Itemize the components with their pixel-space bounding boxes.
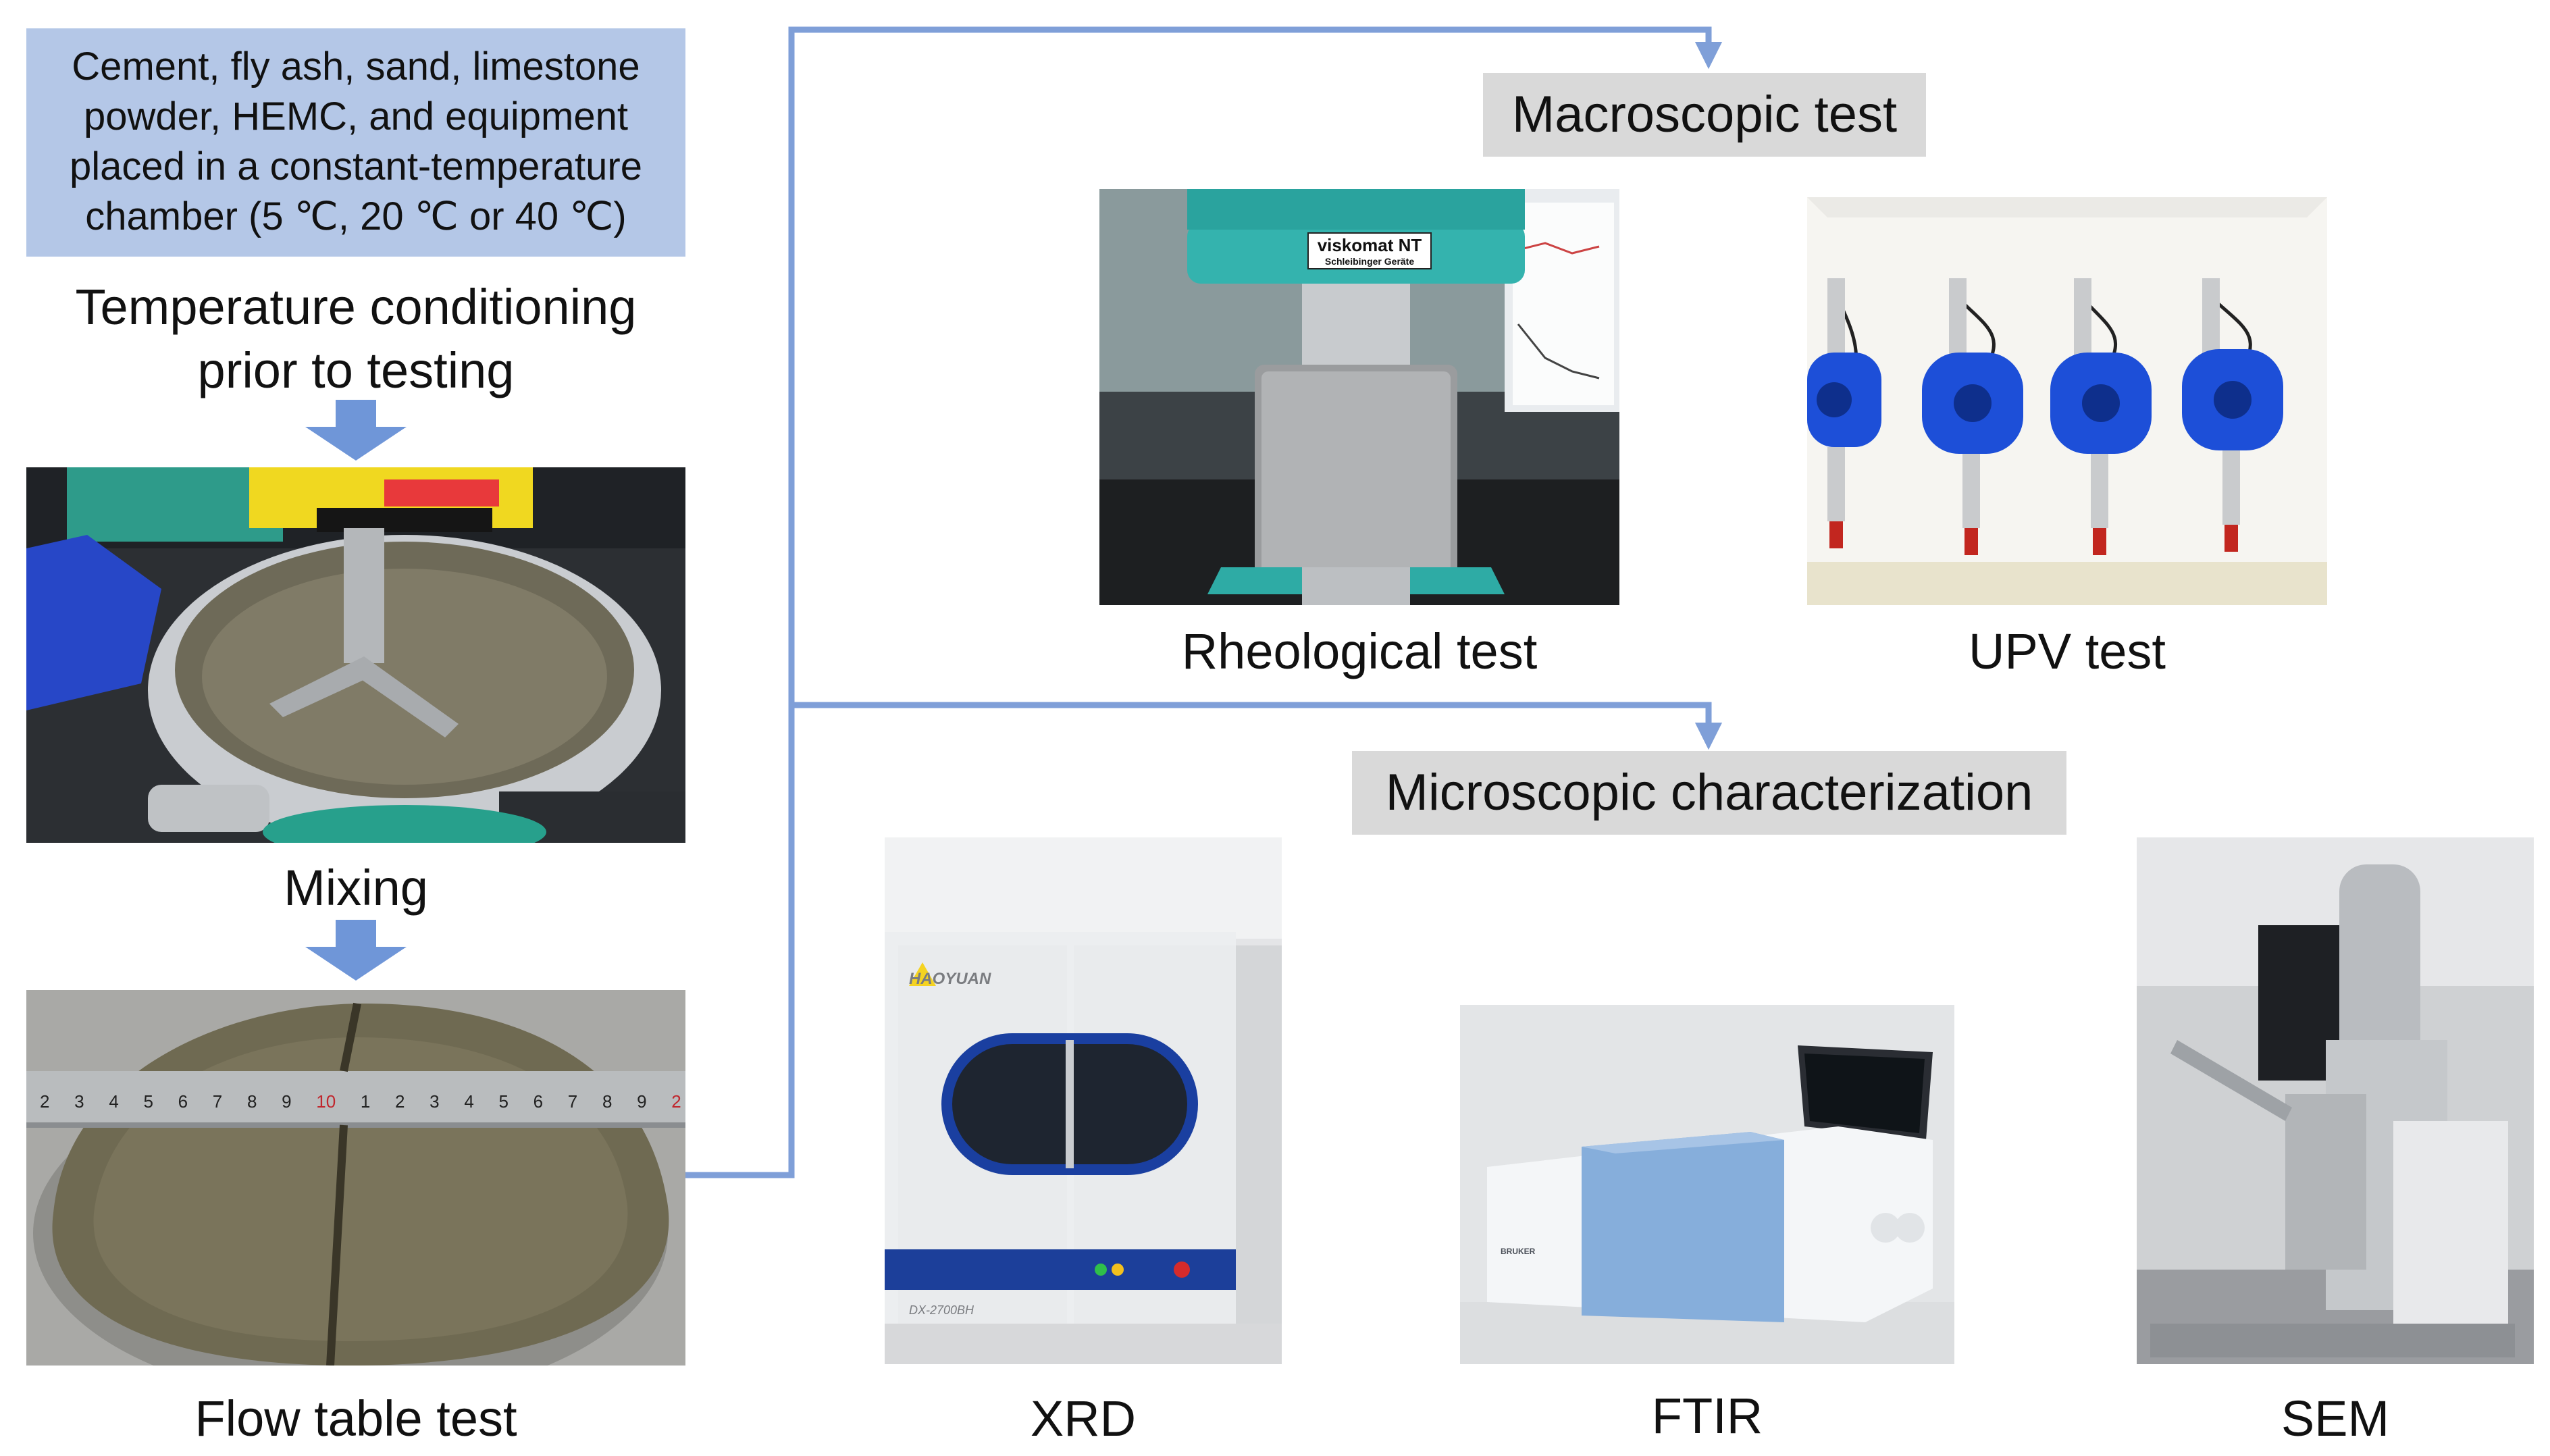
viscometer-maker: Schleibinger Geräte bbox=[1309, 256, 1430, 267]
input-line-3: placed in a constant-temperature bbox=[26, 142, 685, 192]
down-arrow-2 bbox=[305, 920, 407, 981]
sem-photo bbox=[2137, 837, 2534, 1364]
conditioning-label: Temperature conditioning prior to testin… bbox=[26, 276, 685, 402]
rheometer-photo: viskomat NT Schleibinger Geräte bbox=[1099, 189, 1619, 605]
upv-photo bbox=[1807, 197, 2327, 605]
ruler-tick: 5 bbox=[498, 1091, 508, 1112]
ruler-tick: 9 bbox=[637, 1091, 646, 1112]
macroscopic-header: Macroscopic test bbox=[1483, 73, 1926, 157]
ruler-tick: 6 bbox=[178, 1091, 188, 1112]
flow-table-label: Flow table test bbox=[26, 1394, 685, 1444]
ruler-tick: 2 bbox=[40, 1091, 49, 1112]
viscometer-brand-label: viskomat NT Schleibinger Geräte bbox=[1307, 232, 1432, 269]
xrd-brand: HAOYUAN bbox=[909, 970, 991, 989]
microscopic-header: Microscopic characterization bbox=[1352, 751, 2066, 835]
ftir-photo: BRUKER bbox=[1460, 1005, 1954, 1364]
ruler-tick: 2 bbox=[671, 1091, 681, 1112]
upv-label: UPV test bbox=[1807, 627, 2327, 677]
input-materials-box: Cement, fly ash, sand, limestone powder,… bbox=[26, 28, 685, 257]
ruler-tick: 7 bbox=[568, 1091, 577, 1112]
xrd-label: XRD bbox=[885, 1394, 1282, 1444]
input-line-4: chamber (5 ℃, 20 ℃ or 40 ℃) bbox=[26, 192, 685, 242]
rheological-label: Rheological test bbox=[1099, 627, 1619, 677]
ruler-tick: 7 bbox=[213, 1091, 222, 1112]
xrd-photo: HAOYUAN DX-2700BH bbox=[885, 837, 1282, 1364]
ruler-tick: 4 bbox=[109, 1091, 118, 1112]
down-arrow-1 bbox=[305, 400, 407, 461]
ruler-ticks: 2 3 4 5 6 7 8 9 10 1 2 3 4 5 6 7 8 9 2 bbox=[40, 1091, 681, 1112]
input-line-2: powder, HEMC, and equipment bbox=[26, 92, 685, 142]
connector-to-micro bbox=[791, 705, 1709, 736]
mixing-label: Mixing bbox=[26, 863, 685, 913]
ftir-label: FTIR bbox=[1460, 1391, 1954, 1441]
mixing-photo bbox=[26, 467, 685, 843]
ruler-tick: 9 bbox=[282, 1091, 291, 1112]
ruler-tick: 4 bbox=[464, 1091, 473, 1112]
xrd-model: DX-2700BH bbox=[909, 1303, 974, 1318]
ruler-tick: 1 bbox=[361, 1091, 370, 1112]
ftir-brand: BRUKER bbox=[1501, 1247, 1535, 1256]
conditioning-line-1: Temperature conditioning bbox=[26, 276, 685, 339]
sem-label: SEM bbox=[2137, 1394, 2534, 1444]
ruler-tick: 8 bbox=[247, 1091, 257, 1112]
ruler-tick: 10 bbox=[316, 1091, 336, 1112]
input-line-1: Cement, fly ash, sand, limestone bbox=[26, 42, 685, 92]
ruler-tick: 2 bbox=[395, 1091, 405, 1112]
ruler-tick: 3 bbox=[430, 1091, 439, 1112]
ruler-tick: 5 bbox=[143, 1091, 153, 1112]
ruler-tick: 8 bbox=[602, 1091, 612, 1112]
ruler-tick: 3 bbox=[74, 1091, 84, 1112]
flow-table-photo: 2 3 4 5 6 7 8 9 10 1 2 3 4 5 6 7 8 9 2 bbox=[26, 990, 685, 1366]
conditioning-line-2: prior to testing bbox=[26, 339, 685, 402]
viscometer-brand: viskomat NT bbox=[1309, 235, 1430, 256]
ruler-tick: 6 bbox=[534, 1091, 543, 1112]
